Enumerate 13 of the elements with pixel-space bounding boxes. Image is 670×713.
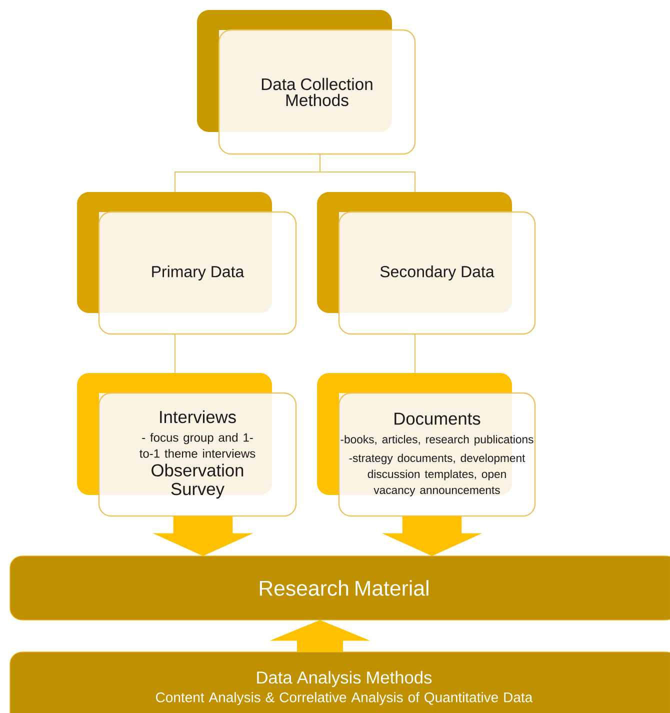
block-arrow: [152, 516, 254, 556]
banner-box: Data Analysis Methods Content Analysis & Correlative Analysis of Quantitative Data: [10, 652, 670, 713]
block-arrow: [382, 516, 482, 556]
card-stack: Data Collection Methods: [197, 10, 416, 155]
card-stack: Interviews - focus group and 1-to-1 theme interviews Observation Survey: [77, 373, 297, 517]
block-arrow: [270, 620, 370, 652]
connector-line: [174, 334, 176, 373]
card-stack: Documents -books, articles, research publications -strategy documents, development discussion templates, open vacancy announcements: [317, 373, 536, 517]
card-stack: Secondary Data: [317, 192, 536, 335]
banner-box: Research Material: [10, 556, 670, 620]
connector-line: [414, 334, 416, 373]
card-stack: Primary Data: [77, 192, 297, 335]
connector-line: [319, 154, 416, 192]
